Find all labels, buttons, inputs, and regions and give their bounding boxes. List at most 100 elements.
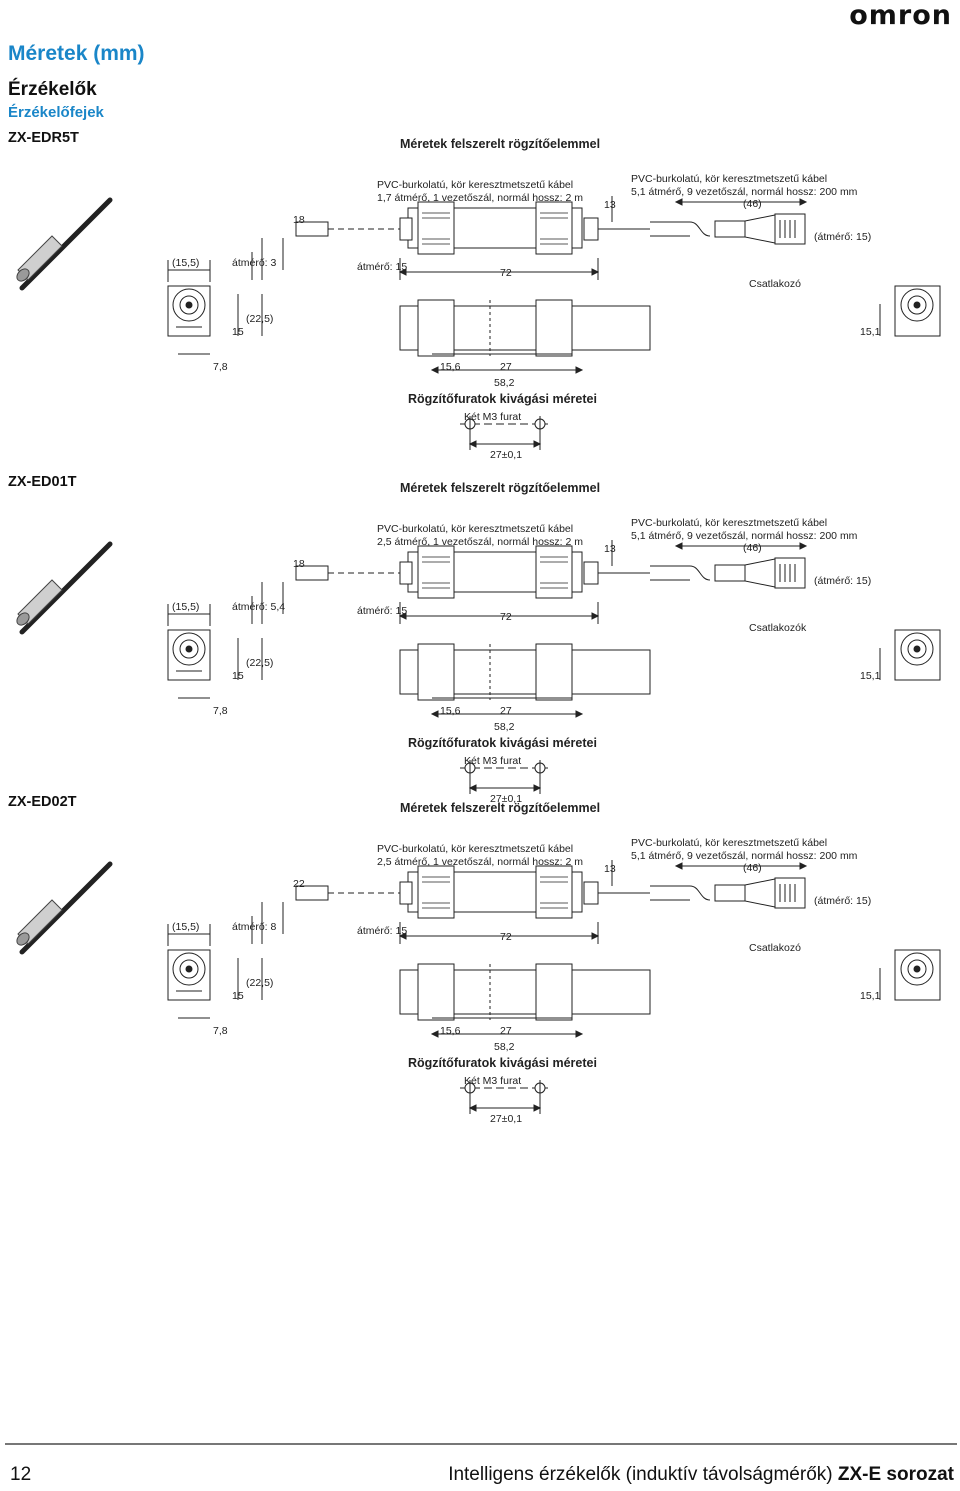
sensor-cable xyxy=(19,861,113,955)
omron-logo: omron xyxy=(849,0,952,31)
cable-left-line2: 2,5 átmérő, 1 vezetőszál, normál hossz: … xyxy=(377,856,583,868)
sensor-head-illustration xyxy=(16,541,113,635)
holes-label: Két M3 furat xyxy=(464,755,521,767)
drawing-heading: Méretek felszerelt rögzítőelemmel xyxy=(400,137,600,151)
dim-155: (15,5) xyxy=(172,601,199,613)
dia-15: átmérő: 15 xyxy=(357,605,407,617)
dim-holes: 27±0,1 xyxy=(490,793,522,804)
dim-155: (15,5) xyxy=(172,257,199,269)
dim-151: 15,1 xyxy=(860,990,881,1002)
dim-holes: 27±0,1 xyxy=(490,449,522,460)
footer-title: Intelligens érzékelők (induktív távolság… xyxy=(448,1464,954,1486)
dim-13: 13 xyxy=(604,199,616,211)
dim-155: (15,5) xyxy=(172,921,199,933)
cable-left-line1: PVC-burkolatú, kör keresztmetszetű kábel xyxy=(377,179,573,191)
mount-front-right xyxy=(894,285,941,337)
dia-head: átmérő: 5,4 xyxy=(232,601,285,613)
dim-156: 15,6 xyxy=(440,361,461,373)
dim-13: 13 xyxy=(604,863,616,875)
mount-front-left xyxy=(167,285,211,337)
dim-cable-length: 18 xyxy=(293,558,305,570)
drawing-heading: Méretek felszerelt rögzítőelemmel xyxy=(400,801,600,815)
dimension-drawing: Méretek felszerelt rögzítőelemmel PVC-bu… xyxy=(16,137,941,460)
dim-15: 15 xyxy=(232,990,244,1002)
amplifier-body-top xyxy=(399,545,650,599)
model-name: ZX-ED02T xyxy=(8,794,77,810)
dia-connector: (átmérő: 15) xyxy=(814,895,871,907)
amplifier-body-top xyxy=(399,201,650,255)
dim-151: 15,1 xyxy=(860,326,881,338)
dia-15: átmérő: 15 xyxy=(357,261,407,273)
dia-15: átmérő: 15 xyxy=(357,925,407,937)
dim-582: 58,2 xyxy=(494,1041,515,1053)
cable-right-line1: PVC-burkolatú, kör keresztmetszetű kábel xyxy=(631,837,827,849)
sensor-head-illustration xyxy=(16,861,113,955)
section-zx-ed02t: ZX-ED02T xyxy=(0,794,960,1124)
sensor-cable xyxy=(19,197,113,291)
dim-78: 7,8 xyxy=(213,361,228,373)
cable-left-line2: 2,5 átmérő, 1 vezetőszál, normál hossz: … xyxy=(377,536,583,548)
section-title-sensor-heads: Érzékelőfejek xyxy=(8,104,104,121)
holes-label: Két M3 furat xyxy=(464,411,521,423)
sensor-cable xyxy=(19,541,113,635)
connector-label: Csatlakozók xyxy=(749,622,807,634)
footer-divider xyxy=(5,1443,957,1445)
model-name: ZX-EDR5T xyxy=(8,130,79,146)
connector-illustration xyxy=(650,877,806,909)
page-number: 12 xyxy=(10,1464,32,1485)
cable-right-line1: PVC-burkolatú, kör keresztmetszetű kábel xyxy=(631,517,827,529)
mounting-holes-drawing xyxy=(460,1080,548,1114)
mounting-holes-drawing xyxy=(460,416,548,450)
dim-27: 27 xyxy=(500,1025,512,1037)
cutout-title: Rögzítőfuratok kivágási méretei xyxy=(408,1056,597,1070)
dia-connector: (átmérő: 15) xyxy=(814,575,871,587)
dim-582: 58,2 xyxy=(494,377,515,389)
footer-series: ZX-E sorozat xyxy=(837,1464,954,1485)
section-zx-edr5t: ZX-EDR5T xyxy=(0,130,960,460)
cable-right-line2: 5,1 átmérő, 9 vezetőszál, normál hossz: … xyxy=(631,530,858,542)
dim-46: (46) xyxy=(743,198,762,210)
amplifier-body-side xyxy=(399,963,651,1021)
dim-13: 13 xyxy=(604,543,616,555)
cutout-title: Rögzítőfuratok kivágási méretei xyxy=(408,392,597,406)
dia-head: átmérő: 8 xyxy=(232,921,277,933)
dim-46: (46) xyxy=(743,542,762,554)
dim-156: 15,6 xyxy=(440,705,461,717)
dimension-drawing: Méretek felszerelt rögzítőelemmel PVC-bu… xyxy=(16,801,941,1124)
dim-225: (22,5) xyxy=(246,657,273,669)
connector-label: Csatlakozó xyxy=(749,942,801,954)
cable-left-line2: 1,7 átmérő, 1 vezetőszál, normál hossz: … xyxy=(377,192,583,204)
dim-78: 7,8 xyxy=(213,1025,228,1037)
cable-right-line1: PVC-burkolatú, kör keresztmetszetű kábel xyxy=(631,173,827,185)
dim-582: 58,2 xyxy=(494,721,515,733)
cable-left-line1: PVC-burkolatú, kör keresztmetszetű kábel xyxy=(377,843,573,855)
mount-front-left xyxy=(167,629,211,681)
mount-front-right xyxy=(894,629,941,681)
dim-holes: 27±0,1 xyxy=(490,1113,522,1124)
model-name: ZX-ED01T xyxy=(8,474,77,490)
amplifier-body-side xyxy=(399,643,651,701)
dim-72: 72 xyxy=(500,931,512,943)
dim-151: 15,1 xyxy=(860,670,881,682)
drawing-heading: Méretek felszerelt rögzítőelemmel xyxy=(400,481,600,495)
holes-label: Két M3 furat xyxy=(464,1075,521,1087)
cable-right-line2: 5,1 átmérő, 9 vezetőszál, normál hossz: … xyxy=(631,186,858,198)
connector-label: Csatlakozó xyxy=(749,278,801,290)
dim-cable-length: 22 xyxy=(293,878,305,890)
dim-27: 27 xyxy=(500,361,512,373)
dia-connector: (átmérő: 15) xyxy=(814,231,871,243)
dim-78: 7,8 xyxy=(213,705,228,717)
page-title: Méretek (mm) xyxy=(8,42,145,65)
dim-cable-length: 18 xyxy=(293,214,305,226)
amplifier-body-top xyxy=(399,865,650,919)
cable-left-line1: PVC-burkolatú, kör keresztmetszetű kábel xyxy=(377,523,573,535)
dim-72: 72 xyxy=(500,611,512,623)
dia-head: átmérő: 3 xyxy=(232,257,277,269)
cable-right-line2: 5,1 átmérő, 9 vezetőszál, normál hossz: … xyxy=(631,850,858,862)
sensor-head-illustration xyxy=(16,197,113,291)
connector-illustration xyxy=(650,213,806,245)
mount-front-left xyxy=(167,949,211,1001)
dim-15: 15 xyxy=(232,326,244,338)
dim-15: 15 xyxy=(232,670,244,682)
amplifier-body-side xyxy=(399,299,651,357)
